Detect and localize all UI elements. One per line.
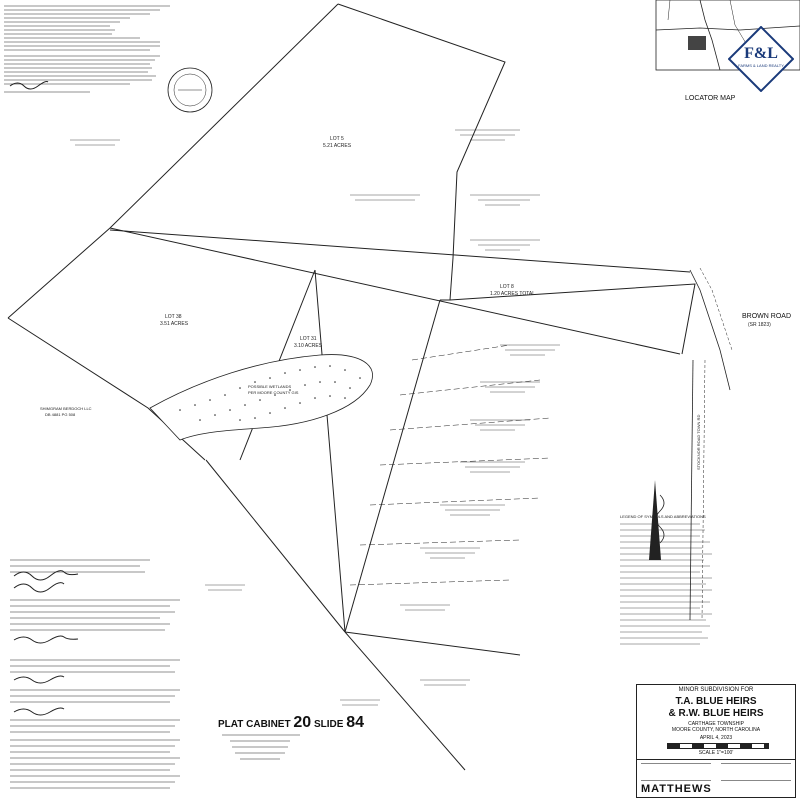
lot-owner-notes xyxy=(70,129,560,706)
lot-center-acres: 3.10 ACRES xyxy=(294,343,323,349)
scale-bar xyxy=(667,743,769,749)
lot-center-name: LOT 31 xyxy=(300,336,317,342)
title-info-lines-2 xyxy=(721,763,791,781)
title-county: MOORE COUNTY, NORTH CAROLINA xyxy=(671,727,761,733)
lot-left-acres: 3.51 ACRES xyxy=(160,321,189,327)
legend-title: LEGEND OF SYMBOLS AND ABBREVIATIONS xyxy=(620,514,706,519)
plat-slide-prefix: SLIDE xyxy=(313,719,344,730)
plat-cabinet-prefix: PLAT CABINET xyxy=(218,719,291,730)
title-township: CARTHAGE TOWNSHIP xyxy=(688,721,744,727)
brown-road-label: BROWN ROAD xyxy=(742,313,791,320)
title-date: APRIL 4, 2023 xyxy=(699,735,733,741)
lot-division-lines xyxy=(349,344,551,586)
logo-subtitle: FARMS & LAND REALTY xyxy=(738,63,784,68)
vertical-road-label: STOCKNOR ROAD TOWN RD xyxy=(696,415,701,470)
recording-stamp xyxy=(222,734,300,760)
logo-text: F&L xyxy=(744,45,778,62)
owner-left-line1: SHIMGRAM BERDOCH LLC xyxy=(40,406,92,411)
surveyor-seal xyxy=(167,67,213,113)
vertical-road xyxy=(689,359,706,621)
locator-map-label: LOCATOR MAP xyxy=(685,95,736,102)
general-notes-block xyxy=(4,5,170,93)
plat-cabinet-label: PLAT CABINET 20 SLIDE 84 xyxy=(218,714,364,732)
certifications xyxy=(10,559,180,789)
north-arrow xyxy=(649,480,665,560)
lot-main-name: LOT 5 xyxy=(330,136,344,142)
title-block: MINOR SUBDIVISION FOR T.A. BLUE HEIRS & … xyxy=(636,684,796,798)
lot-right-name: LOT 8 xyxy=(500,284,514,290)
title-scale: SCALE 1"=100' xyxy=(698,750,734,756)
wetland-note: PER MOORE COUNTY GIS xyxy=(248,390,299,395)
owner-left-line2: DB 4881 PG 508 xyxy=(45,412,76,417)
lot-main-acres: 5.21 ACRES xyxy=(323,143,352,149)
title-name-2: & R.W. BLUE HEIRS xyxy=(668,708,764,719)
firm-name: MATTHEWS xyxy=(641,783,712,795)
title-name-1: T.A. BLUE HEIRS xyxy=(675,696,757,707)
brown-road-sub: (SR 1823) xyxy=(748,322,771,328)
title-heading: MINOR SUBDIVISION FOR xyxy=(678,687,754,693)
lot-left-name: LOT 38 xyxy=(165,314,182,320)
fl-realty-logo: F&L FARMS & LAND REALTY xyxy=(727,25,795,93)
wetland-area xyxy=(149,354,373,441)
title-info-lines xyxy=(641,763,711,781)
wetland-label: POSSIBLE WETLANDS xyxy=(248,384,291,389)
plat-cabinet-number: 20 xyxy=(293,714,312,731)
plat-slide-number: 84 xyxy=(346,714,364,731)
parcel-boundaries xyxy=(7,3,696,771)
brown-road xyxy=(689,267,733,391)
lot-right-acres: 1.20 ACRES TOTAL xyxy=(490,291,535,297)
legend xyxy=(620,480,712,645)
